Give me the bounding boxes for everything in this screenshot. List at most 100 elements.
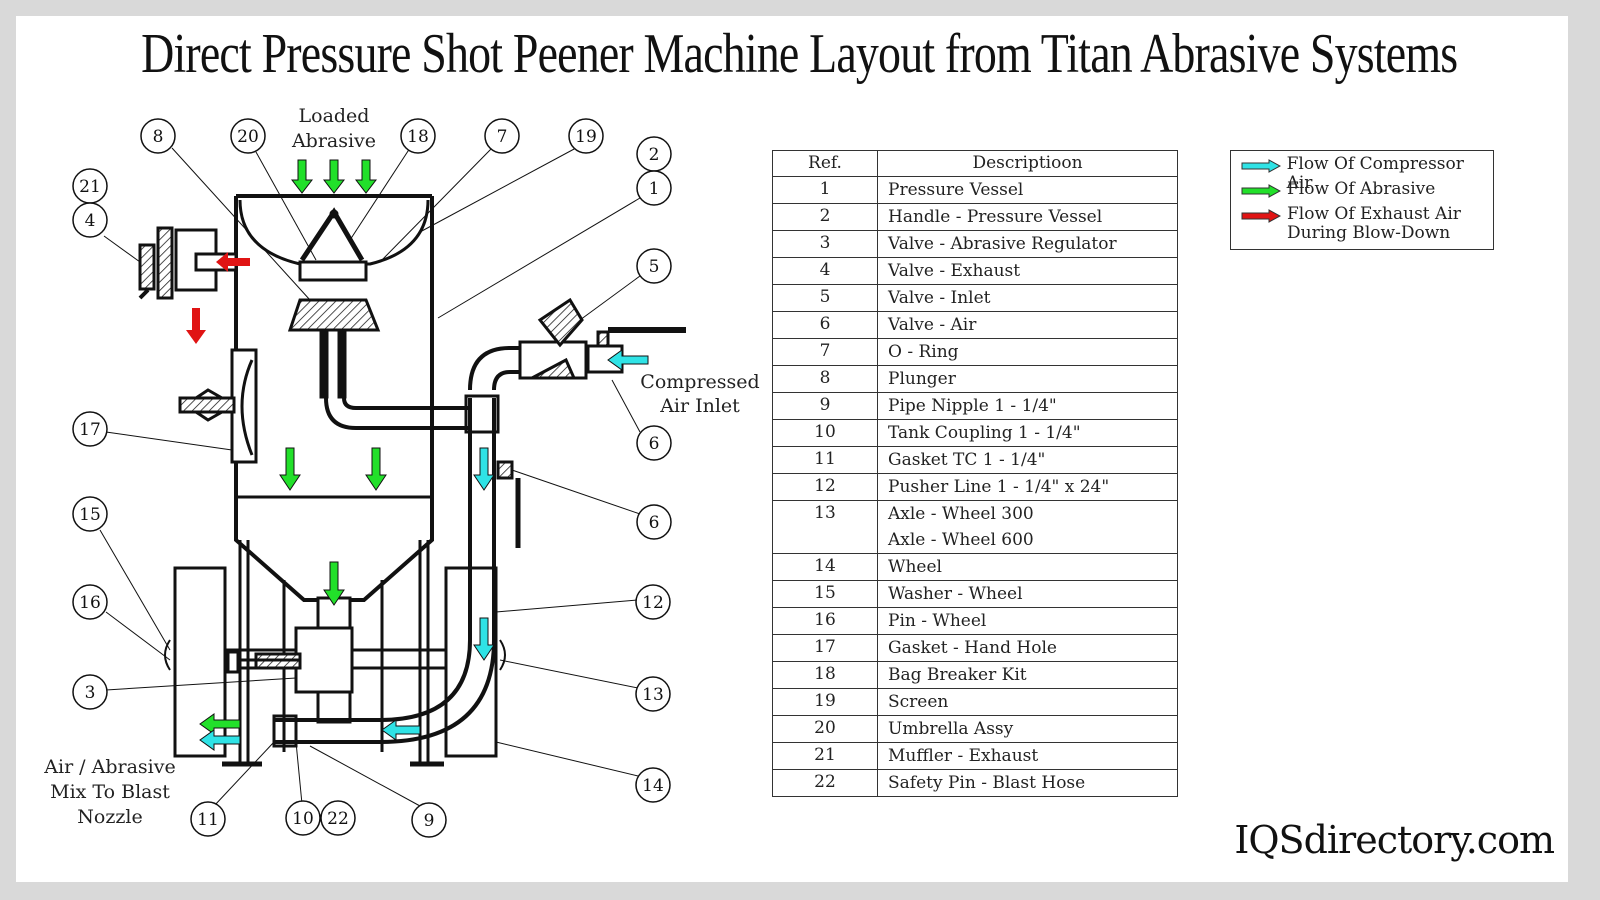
ref-header: Ref. xyxy=(772,150,878,177)
description-text: Axle - Wheel 300 xyxy=(888,504,1034,524)
callout-number: 7 xyxy=(497,127,508,147)
description-text: Valve - Air xyxy=(888,315,977,335)
callout-number: 12 xyxy=(642,593,664,613)
callout-circle xyxy=(411,802,447,838)
abrasive-arrow xyxy=(322,159,346,194)
callout-circle xyxy=(320,800,356,836)
callout-circle xyxy=(72,496,108,532)
description-text: Axle - Wheel 600 xyxy=(888,530,1034,550)
callout-6: 6 xyxy=(636,425,672,461)
description-cell: Plunger xyxy=(877,365,1178,393)
umbrella-assembly xyxy=(287,207,381,399)
table-row: 7 O - Ring xyxy=(772,338,1178,366)
callout-22: 22 xyxy=(320,800,356,836)
description-text: Handle - Pressure Vessel xyxy=(888,207,1103,227)
ref-cell: 20 xyxy=(772,715,878,743)
brand-watermark: IQSdirectory.com xyxy=(1234,818,1555,862)
description-text: Pusher Line 1 - 1/4" x 24" xyxy=(888,477,1110,497)
description-header: Descriptioon xyxy=(877,150,1178,177)
description-text: O - Ring xyxy=(888,342,959,362)
callout-number: 17 xyxy=(79,420,101,440)
callout-circle xyxy=(400,118,436,154)
callout-3: 3 xyxy=(72,674,108,710)
flow-arrows xyxy=(186,159,649,751)
ref-cell: 1 xyxy=(772,176,878,204)
callout-circle xyxy=(635,767,671,803)
compressed-air-label: Compressed xyxy=(640,371,759,393)
description-text: Pin - Wheel xyxy=(888,611,987,631)
ref-cell: 17 xyxy=(772,634,878,662)
ref-cell: 7 xyxy=(772,338,878,366)
description-cell: Pressure Vessel xyxy=(877,176,1178,204)
description-cell: Valve - Air xyxy=(877,311,1178,339)
description-cell: Pusher Line 1 - 1/4" x 24" xyxy=(877,473,1178,501)
callout-6: 6 xyxy=(636,504,672,540)
callout-number: 14 xyxy=(642,776,664,796)
callout-number: 15 xyxy=(79,505,101,525)
description-cell: Washer - Wheel xyxy=(877,580,1178,608)
callout-15: 15 xyxy=(72,496,108,532)
callout-19: 19 xyxy=(568,118,604,154)
ref-cell: 5 xyxy=(772,284,878,312)
ref-cell: 15 xyxy=(772,580,878,608)
abrasive-arrow xyxy=(279,447,301,491)
callout-circle xyxy=(190,801,226,837)
ref-cell: 6 xyxy=(772,311,878,339)
mix-to-nozzle-label: Nozzle xyxy=(77,806,142,828)
description-cell: Valve - Abrasive Regulator xyxy=(877,230,1178,258)
description-cell: Pin - Wheel xyxy=(877,607,1178,635)
ref-cell: 11 xyxy=(772,446,878,474)
description-text: Pipe Nipple 1 - 1/4" xyxy=(888,396,1057,416)
description-cell: Screen xyxy=(877,688,1178,716)
callout-7: 7 xyxy=(484,118,520,154)
description-cell: Bag Breaker Kit xyxy=(877,661,1178,689)
callout-circle xyxy=(635,676,671,712)
table-row: 6 Valve - Air xyxy=(772,311,1178,339)
ref-cell: 10 xyxy=(772,419,878,447)
callout-number: 4 xyxy=(85,211,96,231)
callout-8: 8 xyxy=(140,118,176,154)
callout-number: 18 xyxy=(407,127,429,147)
legend-label-line: During Blow-Down xyxy=(1287,223,1451,243)
ref-cell: 18 xyxy=(772,661,878,689)
description-text: Umbrella Assy xyxy=(888,719,1014,739)
internal-pipe xyxy=(324,397,470,430)
callout-circle xyxy=(636,504,672,540)
arrow-right-icon xyxy=(1241,159,1281,173)
callout-number: 20 xyxy=(237,127,259,147)
description-cell: Safety Pin - Blast Hose xyxy=(877,769,1178,797)
callout-number: 19 xyxy=(575,127,597,147)
ref-cell: 3 xyxy=(772,230,878,258)
legend-label-line: Flow Of Exhaust Air xyxy=(1287,204,1461,224)
callout-number: 5 xyxy=(649,257,660,277)
callout-number: 3 xyxy=(85,683,96,703)
callout-13: 13 xyxy=(635,676,671,712)
callout-circle xyxy=(484,118,520,154)
ref-cell: 9 xyxy=(772,392,878,420)
table-header-row: Ref. Descriptioon xyxy=(772,150,1178,177)
loaded-abrasive-label: Abrasive xyxy=(291,130,376,152)
ref-cell: 16 xyxy=(772,607,878,635)
arrow-right-icon xyxy=(1241,184,1281,198)
abrasive-arrow xyxy=(290,159,314,194)
description-text: Valve - Exhaust xyxy=(888,261,1021,281)
callout-circle xyxy=(635,584,671,620)
air-valve xyxy=(496,460,521,548)
callout-circle xyxy=(72,584,108,620)
callout-circle xyxy=(636,248,672,284)
loaded-abrasive-label: Loaded xyxy=(299,105,370,127)
callout-circle xyxy=(140,118,176,154)
callout-number: 11 xyxy=(197,810,219,830)
ref-cell: 14 xyxy=(772,553,878,581)
